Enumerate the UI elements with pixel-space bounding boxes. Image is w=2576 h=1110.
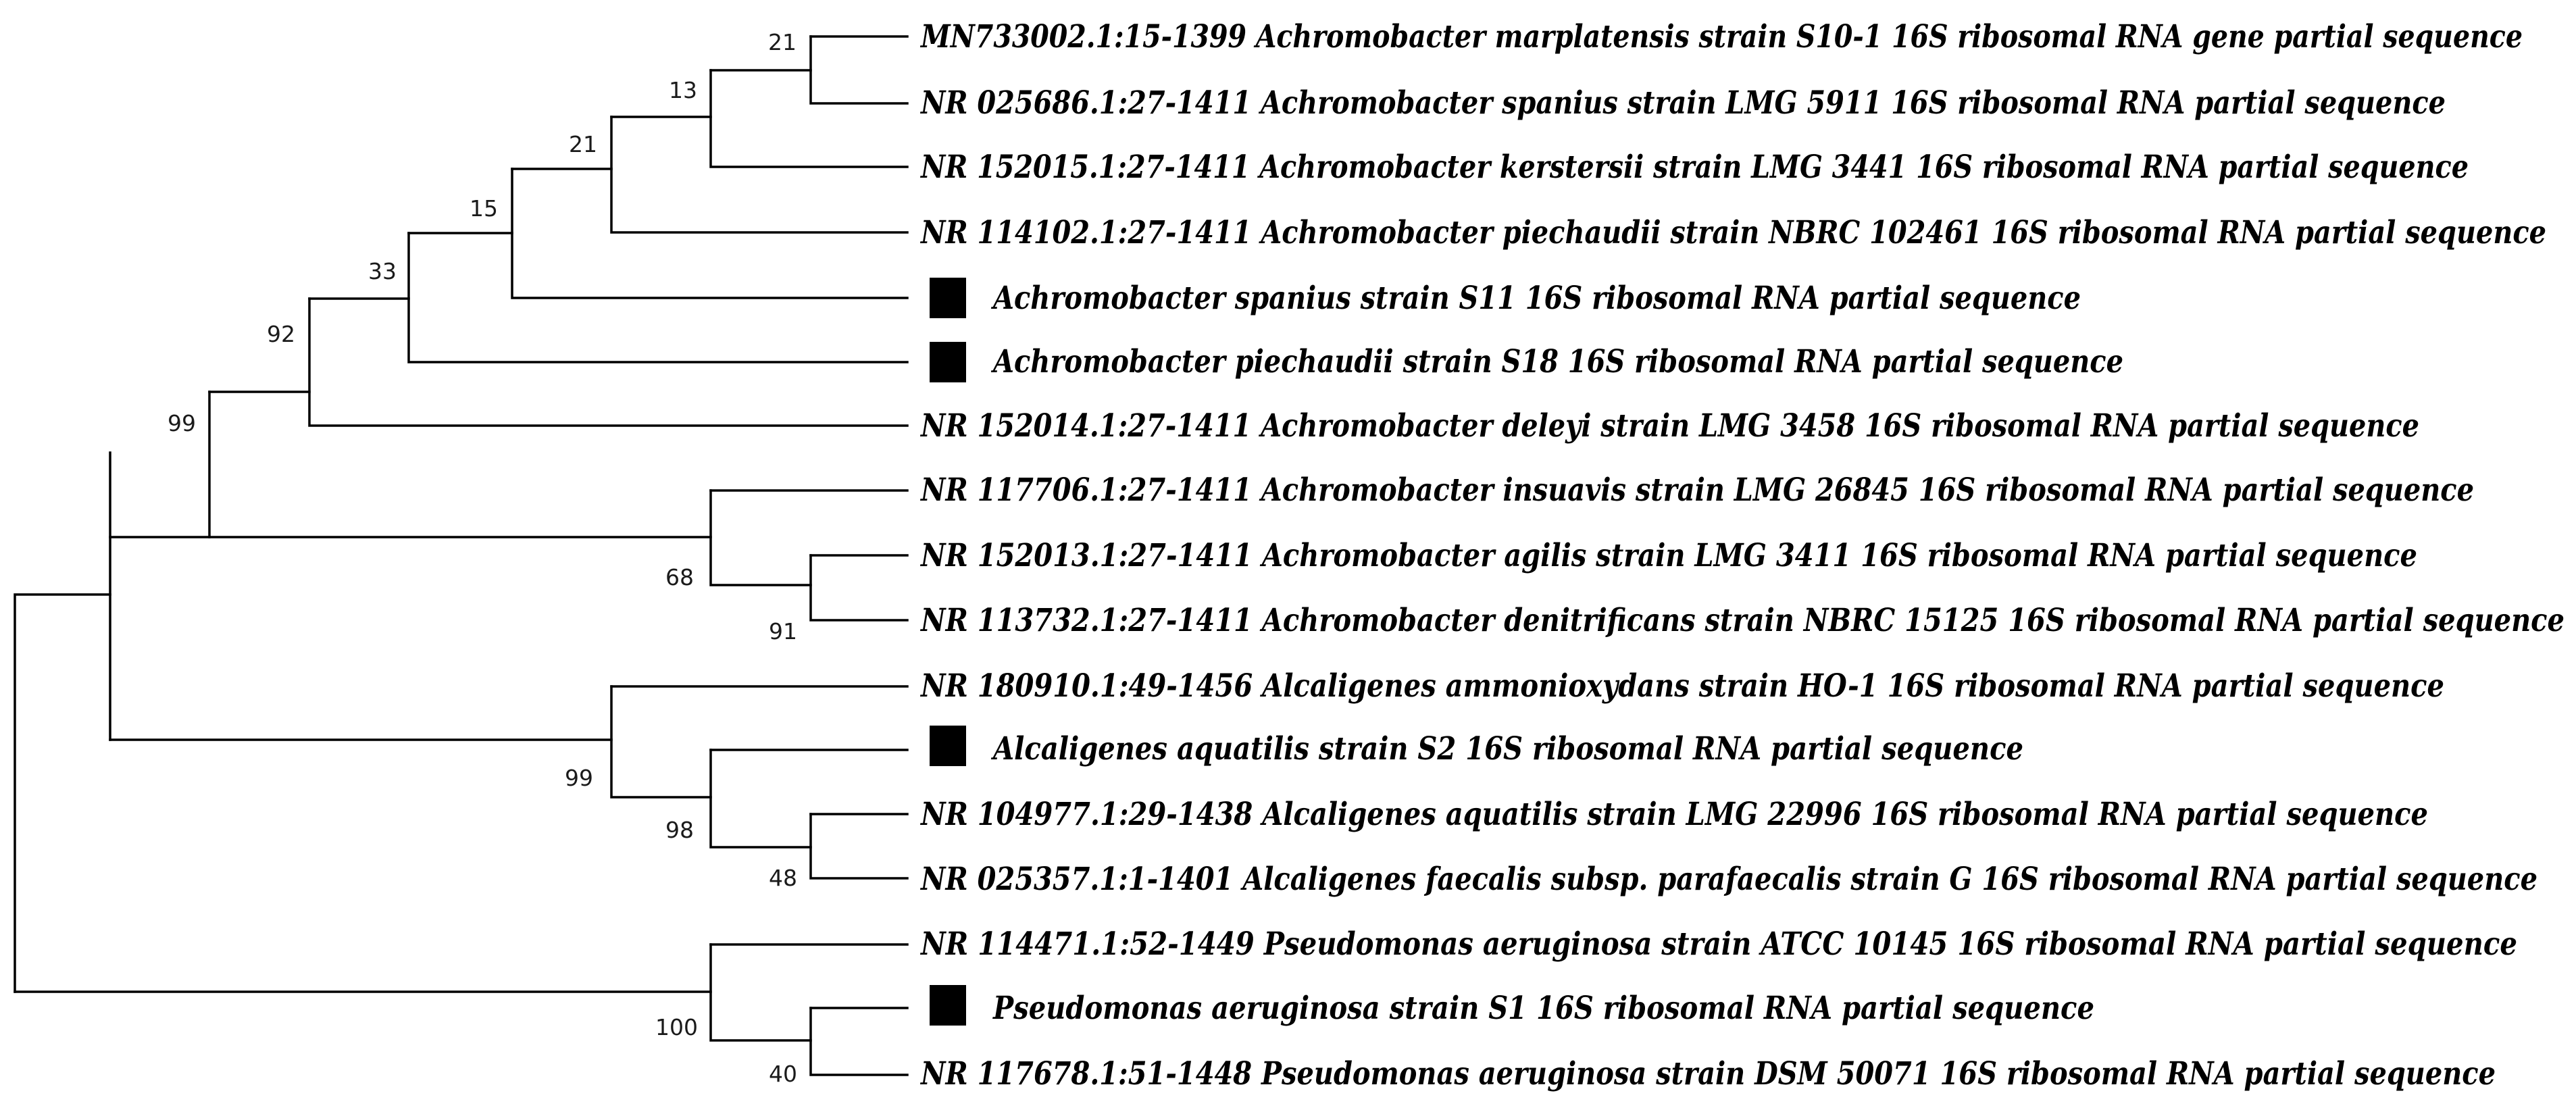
branch-node-33 — [407, 232, 909, 363]
sample-marker — [930, 726, 966, 766]
branch-pseudomonas-node — [709, 943, 812, 1042]
support-label: 13 — [669, 77, 697, 103]
taxon-label: NR 113732.1:27-1411 Achromobacter denitr… — [919, 602, 2565, 639]
support-label: 40 — [769, 1061, 797, 1087]
branch-node-13 — [709, 69, 909, 168]
taxon-label: Achromobacter spanius strain S11 16S rib… — [991, 280, 2081, 317]
taxon-label: MN733002.1:15-1399 Achromobacter marplat… — [919, 18, 2523, 55]
branch-node-40 — [809, 1007, 909, 1076]
support-values: 21 13 21 15 33 92 99 68 91 99 98 48 100 … — [168, 29, 797, 1087]
branch-node-21 — [610, 116, 909, 234]
taxon-label: NR 152013.1:27-1411 Achromobacter agilis… — [919, 537, 2417, 574]
support-label: 68 — [665, 564, 694, 590]
taxon-label: Achromobacter piechaudii strain S18 16S … — [991, 343, 2123, 380]
support-label: 21 — [569, 131, 597, 157]
support-label: 33 — [368, 258, 397, 284]
branch-node-48 — [809, 813, 909, 880]
taxon-label: NR 180910.1:49-1456 Alcaligenes ammoniox… — [919, 667, 2444, 705]
branch-node-98 — [709, 749, 812, 849]
support-label: 98 — [665, 817, 694, 843]
taxon-label: NR 117706.1:27-1411 Achromobacter insuav… — [919, 472, 2474, 509]
taxon-label: NR 114471.1:52-1449 Pseudomonas aerugino… — [919, 926, 2517, 963]
branch-node-t1-t2 — [809, 35, 909, 105]
taxon-label: NR 117678.1:51-1448 Pseudomonas aerugino… — [919, 1055, 2496, 1092]
taxon-label: NR 104977.1:29-1438 Alcaligenes aquatili… — [919, 796, 2428, 833]
support-label: 99 — [565, 765, 593, 791]
branch-alcaligenes-node — [610, 685, 712, 799]
support-label: 21 — [768, 29, 797, 55]
support-label: 91 — [769, 618, 797, 645]
support-label: 99 — [168, 410, 196, 436]
taxon-label: Pseudomonas aeruginosa strain S1 16S rib… — [992, 990, 2094, 1027]
support-label: 48 — [769, 865, 797, 891]
branch-node-68 — [709, 489, 812, 586]
tree-branches — [14, 35, 909, 1076]
support-label: 100 — [655, 1014, 698, 1040]
branch-root — [14, 593, 111, 993]
sample-marker — [930, 278, 966, 318]
taxon-label: NR 025357.1:1-1401 Alcaligenes faecalis … — [919, 861, 2537, 898]
support-label: 92 — [267, 321, 295, 347]
support-label: 15 — [470, 195, 498, 222]
taxon-label: NR 152015.1:27-1411 Achromobacter kerste… — [919, 149, 2469, 186]
sample-marker — [930, 342, 966, 382]
branch-node-91 — [809, 554, 909, 622]
taxon-label: NR 025686.1:27-1411 Achromobacter spaniu… — [919, 84, 2446, 122]
taxon-labels: MN733002.1:15-1399 Achromobacter marplat… — [919, 18, 2565, 1092]
taxon-label: Alcaligenes aquatilis strain S2 16S ribo… — [991, 730, 2023, 767]
branch-achromobacter-node — [208, 390, 712, 538]
taxon-label: NR 152014.1:27-1411 Achromobacter deleyi… — [919, 407, 2419, 445]
branch-node-15 — [511, 168, 909, 299]
branch-node-92 — [308, 297, 909, 427]
sample-marker — [930, 985, 966, 1026]
taxon-label: NR 114102.1:27-1411 Achromobacter piecha… — [919, 214, 2546, 251]
